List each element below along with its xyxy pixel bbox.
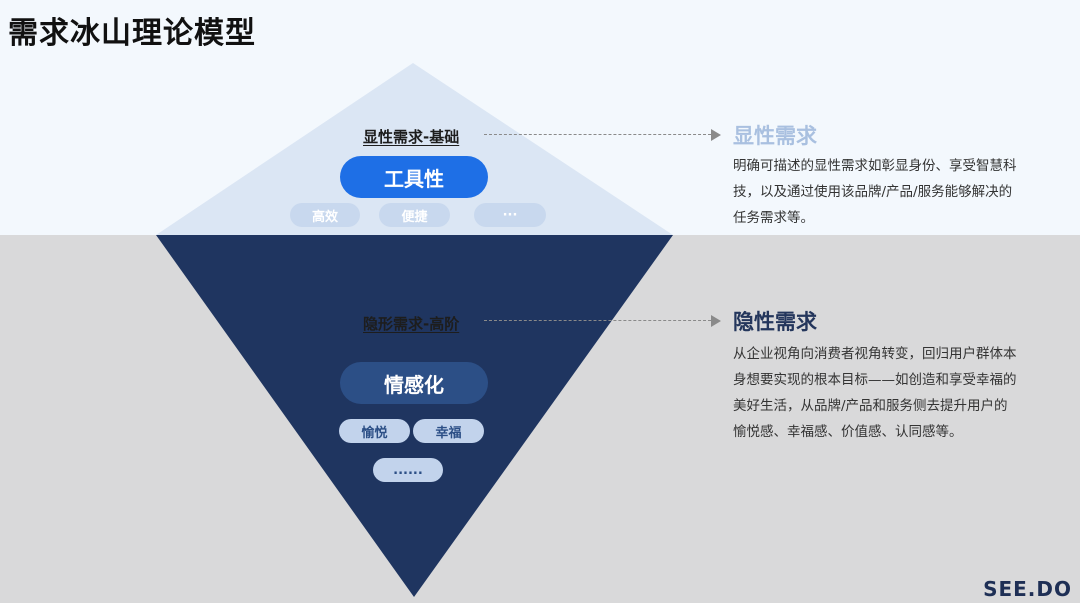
iceberg-underwater [156,235,673,597]
implicit-tag-more: ...... [373,458,443,482]
explicit-side-title: 显性需求 [733,124,817,148]
brand-logo: SEE.DO [983,577,1072,601]
implicit-side-text: 从企业视角向消费者视角转变，回归用户群体本身想要实现的根本目标——如创造和享受幸… [733,346,1017,440]
iceberg-tip [156,63,673,235]
explicit-tag-more: ··· [474,203,546,227]
explicit-layer-label: 显性需求-基础 [363,128,460,146]
implicit-side-title: 隐性需求 [733,310,817,334]
implicit-layer-label: 隐形需求-高阶 [363,315,460,333]
implicit-arrow [484,315,721,327]
page-title: 需求冰山理论模型 [8,16,256,51]
explicit-core-pill: 工具性 [340,156,488,198]
explicit-tag-efficient: 高效 [290,203,360,227]
explicit-tag-convenient: 便捷 [379,203,450,227]
implicit-tag-joy: 愉悦 [339,419,410,443]
implicit-core-pill: 情感化 [340,362,488,404]
explicit-side-text: 明确可描述的显性需求如彰显身份、享受智慧科技，以及通过使用该品牌/产品/服务能够… [733,158,1017,226]
explicit-arrow [484,129,721,141]
implicit-tag-happiness: 幸福 [413,419,484,443]
